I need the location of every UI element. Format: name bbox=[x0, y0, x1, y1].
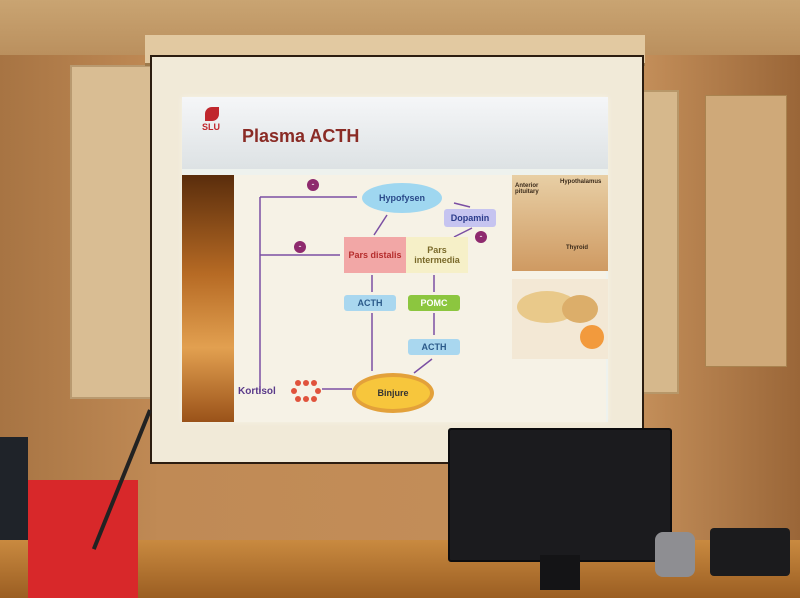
lectern-monitor bbox=[448, 428, 672, 562]
horse-photo bbox=[182, 175, 238, 422]
slu-logo: SLU bbox=[198, 107, 228, 137]
inhibition-badge: - bbox=[307, 179, 319, 191]
acth-node-left: ACTH bbox=[344, 295, 396, 311]
horse-head-anatomy-image: Anterior pituitary Hypothalamus Thyroid bbox=[512, 175, 608, 271]
presentation-slide: SLU Plasma ACTH bbox=[182, 97, 608, 422]
cortisol-dot bbox=[291, 388, 297, 394]
desk-phone bbox=[710, 528, 790, 576]
cortisol-dot bbox=[303, 396, 309, 402]
inhibition-badge: - bbox=[475, 231, 487, 243]
arrow-dopamin-to-pars bbox=[453, 227, 473, 238]
arrow-acth2-to-binjure bbox=[413, 358, 433, 374]
pars-distalis-node: Pars distalis bbox=[344, 237, 406, 273]
webcam bbox=[655, 532, 695, 577]
inhibition-badge: - bbox=[294, 241, 306, 253]
cortisol-dot bbox=[295, 380, 301, 386]
cortisol-dot bbox=[315, 388, 321, 394]
acth-node-right: ACTH bbox=[408, 339, 460, 355]
red-bag bbox=[28, 480, 138, 598]
dopamin-node: Dopamin bbox=[444, 209, 496, 227]
cortisol-dot bbox=[295, 396, 301, 402]
monitor-stand bbox=[540, 555, 580, 590]
pomc-node: POMC bbox=[408, 295, 460, 311]
cortisol-dot bbox=[303, 380, 309, 386]
slide-title: Plasma ACTH bbox=[242, 126, 360, 146]
binjure-node: Binjure bbox=[352, 373, 434, 413]
leaf-icon bbox=[205, 107, 219, 121]
brain-anatomy-image bbox=[512, 279, 608, 359]
cortisol-dot bbox=[311, 380, 317, 386]
arrow-to-dopamin bbox=[453, 202, 471, 208]
brain-illustration bbox=[517, 291, 604, 349]
wall-panel bbox=[705, 95, 787, 367]
hypofysen-node: Hypofysen bbox=[362, 183, 442, 213]
slide-header: SLU Plasma ACTH bbox=[182, 97, 608, 169]
arrow-hypo-to-pars bbox=[373, 214, 388, 236]
anterior-pituitary-label: Anterior pituitary bbox=[515, 183, 539, 195]
kortisol-label: Kortisol bbox=[238, 386, 276, 397]
diagram-arrows bbox=[259, 196, 473, 402]
cortisol-dot bbox=[311, 396, 317, 402]
thyroid-label: Thyroid bbox=[566, 245, 588, 251]
pars-intermedia-node: Pars intermedia bbox=[406, 237, 468, 273]
hypothalamus-label: Hypothalamus bbox=[560, 179, 602, 185]
logo-text: SLU bbox=[202, 122, 220, 132]
